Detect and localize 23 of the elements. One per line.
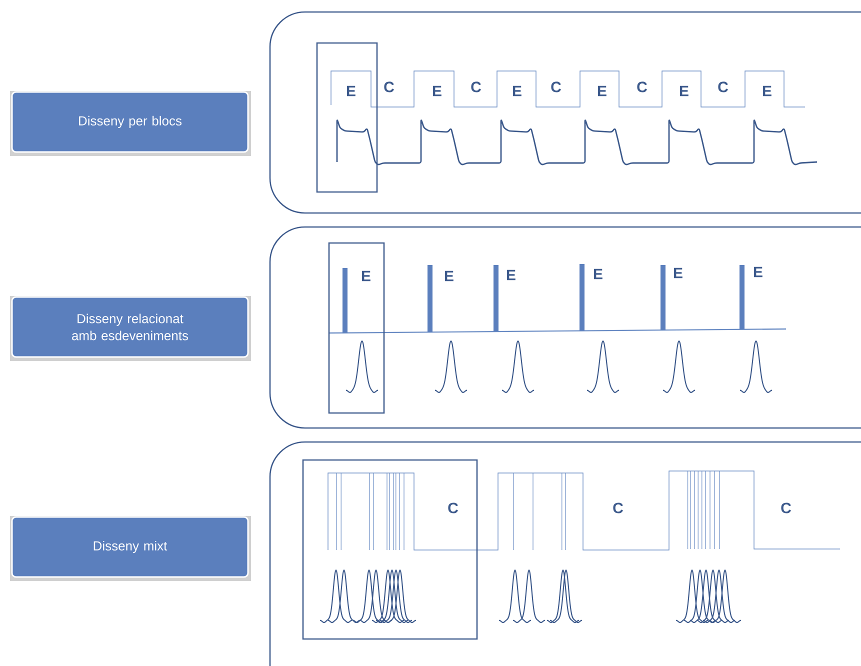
condition-letter: E bbox=[507, 270, 516, 280]
condition-letter: C bbox=[781, 502, 791, 514]
label-box: Disseny mixt bbox=[10, 516, 251, 581]
condition-letter: E bbox=[347, 86, 356, 96]
condition-letter: E bbox=[433, 86, 442, 96]
condition-letter: C bbox=[471, 82, 481, 92]
condition-letter: E bbox=[754, 266, 762, 278]
condition-letter: C bbox=[613, 502, 623, 514]
condition-letter: E bbox=[598, 86, 606, 96]
condition-letter: C bbox=[551, 82, 561, 92]
condition-letter: E bbox=[680, 86, 688, 96]
label-box: Disseny relacionat amb esdeveniments bbox=[10, 296, 251, 361]
label-box: Disseny per blocs bbox=[10, 91, 251, 156]
condition-letter: E bbox=[763, 86, 772, 96]
condition-letter: E bbox=[674, 268, 682, 278]
condition-letter: E bbox=[362, 270, 370, 282]
condition-letter: E bbox=[445, 270, 454, 282]
condition-letter: C bbox=[448, 502, 458, 514]
condition-letter: C bbox=[384, 82, 394, 92]
condition-letter: C bbox=[637, 82, 647, 92]
condition-letter: C bbox=[718, 82, 728, 92]
condition-letter: E bbox=[594, 268, 602, 280]
condition-letter: E bbox=[513, 86, 522, 96]
